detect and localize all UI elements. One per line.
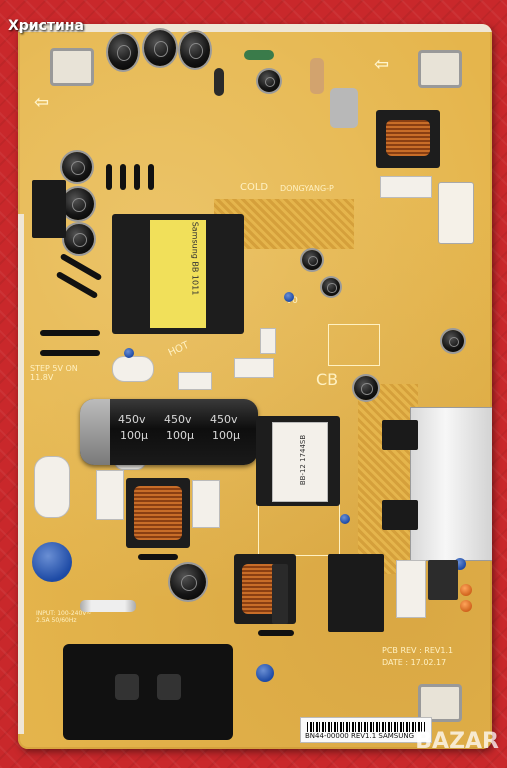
rectifier-bridge [330, 88, 358, 128]
diode [120, 164, 126, 190]
capacitor-end [80, 399, 110, 465]
capacitor-small [354, 376, 378, 400]
heatsink [410, 407, 492, 561]
silk-box [328, 324, 380, 366]
diode [148, 164, 154, 190]
fuse [80, 600, 136, 612]
cap-voltage-1: 450v [118, 413, 146, 426]
barcode-label: BN44-00000 REV1.1 SAMSUNG [300, 717, 432, 743]
x-capacitor [96, 470, 124, 520]
blue-capacitor [256, 664, 274, 682]
heatsink-block [32, 180, 66, 238]
standby-transformer [376, 110, 440, 168]
capacitor-small [322, 278, 340, 296]
silk-pcb-rev: PCB REV : REV1.1 [382, 646, 454, 655]
cap-voltage-2: 450v [164, 413, 192, 426]
isolation-hatch-right [358, 384, 418, 574]
diode [40, 330, 100, 336]
cap-value-2: 100μ [166, 429, 194, 442]
power-transistor [382, 420, 418, 450]
x-capacitor-2 [192, 480, 220, 528]
aux-transformer: BB-12 1744SB [256, 416, 340, 506]
orange-capacitor [460, 600, 472, 612]
pcb-board: ⇦ ⇦ ⇨ Samsung BB 1011 COLD DONGYANG-P HO… [18, 24, 492, 749]
main-transformer: Samsung BB 1011 [112, 214, 244, 334]
inlet-pin-hole [157, 674, 181, 700]
resistor [310, 58, 324, 94]
silk-cold: COLD [240, 182, 269, 193]
cap-value-3: 100μ [212, 429, 240, 442]
power-inlet [63, 644, 233, 740]
aux-transformer-label: BB-12 1744SB [299, 434, 308, 486]
silk-box-2 [258, 504, 340, 556]
fuse-box [380, 176, 432, 198]
blue-capacitor [124, 348, 134, 358]
capacitor [62, 152, 92, 182]
transformer-label: Samsung BB 1011 [190, 221, 200, 296]
arrow-left-icon: ⇦ [34, 92, 50, 113]
silk-hot: HOT [166, 339, 191, 360]
diode [258, 630, 294, 636]
capacitor [64, 224, 94, 254]
capacitor-small [442, 330, 464, 352]
blue-capacitor [340, 514, 350, 524]
silk-input: INPUT: 100-240V~ 2.5A 50/60Hz [36, 610, 92, 624]
chip-row [272, 564, 288, 624]
resistor [214, 68, 224, 96]
capacitor-small [258, 70, 280, 92]
barcode-text: BN44-00000 REV1.1 SAMSUNG [305, 732, 415, 740]
white-ntc [34, 456, 70, 518]
white-part [178, 372, 212, 390]
filter-choke [126, 478, 190, 548]
white-part [234, 358, 274, 378]
board-edge-left [18, 214, 24, 734]
choke-coil [134, 486, 182, 540]
cap-value-1: 100μ [120, 429, 148, 442]
cap-voltage-3: 450v [210, 413, 238, 426]
inlet-pin-hole [115, 674, 139, 700]
diode [138, 554, 178, 560]
white-bead [112, 356, 154, 382]
diode [40, 350, 100, 356]
site-mark: BAZAR [415, 729, 499, 754]
output-connector [438, 182, 474, 244]
varistor [32, 542, 72, 582]
blue-capacitor [284, 292, 294, 302]
diode [106, 164, 112, 190]
capacitor [108, 34, 138, 70]
barcode [307, 722, 425, 732]
capacitor-small [302, 250, 322, 270]
silk-step: STEP 5V ON 11.8V [30, 364, 78, 382]
relay [396, 560, 426, 618]
thermistor-disc [170, 564, 206, 600]
capacitor [62, 188, 94, 220]
white-part [260, 328, 276, 354]
bulk-capacitor: 450v 450v 450v 100μ 100μ 100μ [80, 399, 258, 465]
arrow-left-icon-2: ⇦ [374, 54, 390, 75]
resistor [244, 50, 274, 60]
silk-date: DATE : 17.02.17 [382, 658, 447, 667]
board-edge-top [18, 24, 492, 32]
watermark-text: Христина [8, 18, 84, 34]
capacitor [180, 32, 210, 68]
mount-clip-bottom-right [418, 684, 462, 722]
transformer-coil [386, 120, 430, 156]
mount-clip-top-right [418, 50, 462, 88]
transformer-tape [272, 422, 328, 502]
power-transistor-2 [382, 500, 418, 530]
controller-ic [328, 554, 384, 632]
silk-dongyang: DONGYANG-P [280, 184, 334, 193]
diode [134, 164, 140, 190]
transformer-core [150, 220, 206, 328]
silk-cb: CB [316, 370, 339, 389]
orange-capacitor [460, 584, 472, 596]
capacitor [144, 30, 176, 66]
output-header [428, 560, 458, 600]
mount-clip-top-left [50, 48, 94, 86]
